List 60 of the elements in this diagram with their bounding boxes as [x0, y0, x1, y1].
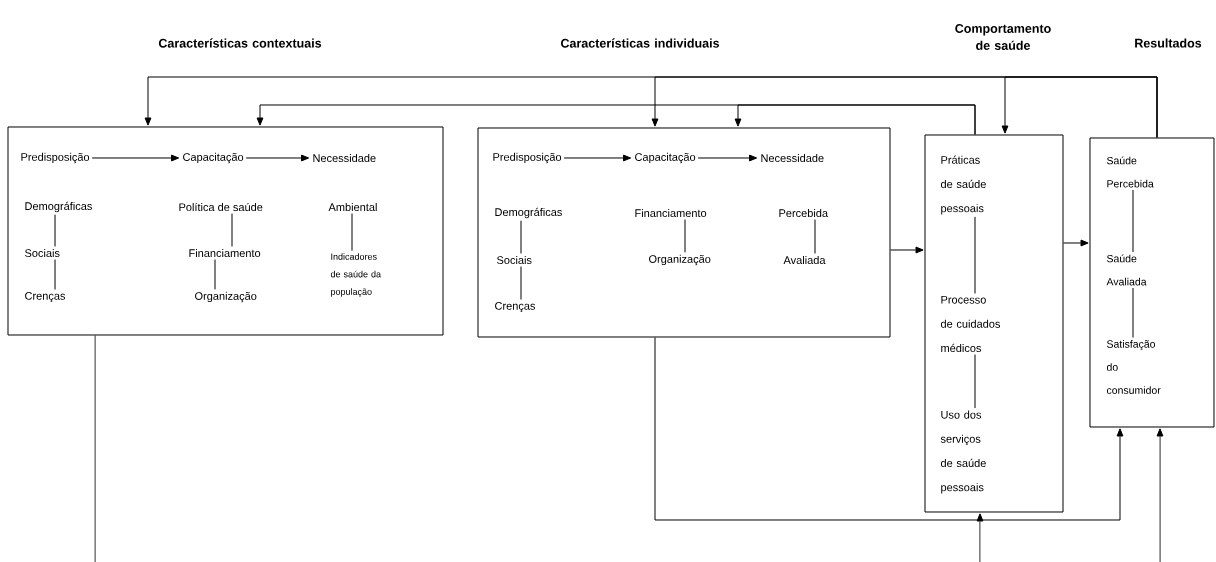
connector-line [974, 354, 976, 409]
connector-line [684, 219, 686, 253]
term-label: Saúde Avaliada [1106, 254, 1147, 286]
column-heading: Características contextuais [158, 38, 322, 48]
term-label: Sociais [497, 255, 532, 265]
term-label: Percebida [779, 208, 829, 218]
term-label: Saúde Percebida [1106, 156, 1154, 188]
connector-line [94, 335, 96, 562]
term-label: Satisfação do consumidor [1106, 340, 1161, 394]
category-box [7, 126, 444, 336]
arrow [1063, 239, 1089, 247]
term-label: Crenças [25, 292, 66, 302]
term-label: Predisposição [21, 152, 90, 164]
term-label: Organização [649, 254, 711, 266]
term-label: Sociais [25, 248, 60, 258]
term-label: Crenças [495, 302, 536, 312]
term-label: Capacitação [635, 152, 696, 164]
connector-line [814, 219, 816, 254]
term-label: Indicadores de saúde da população [330, 253, 382, 297]
connector-line [1132, 287, 1134, 339]
arrow [734, 104, 976, 135]
connector-line [520, 266, 522, 300]
term-label: Política de saúde [179, 202, 263, 212]
connector-line [54, 259, 56, 290]
connector-line [214, 259, 216, 290]
term-label: Organização [195, 291, 257, 303]
term-label: Demográficas [25, 201, 92, 213]
arrow [697, 154, 758, 162]
arrow [245, 154, 310, 162]
column-heading: Características individuais [561, 38, 720, 48]
term-label: Financiamento [635, 208, 707, 218]
connector-line [1132, 189, 1134, 253]
category-box [1089, 137, 1215, 428]
term-label: Processo de cuidados médicos [940, 295, 1000, 353]
term-label: Financiamento [189, 248, 261, 258]
column-heading: Resultados [1135, 38, 1202, 48]
arrow [563, 154, 632, 162]
term-label: Uso dos serviços de saúde pessoais [940, 410, 986, 494]
connector-line [351, 213, 353, 252]
category-box [477, 127, 891, 338]
connector-line [231, 213, 233, 247]
connector-line [974, 216, 976, 294]
term-label: Práticas de saúde pessoais [940, 155, 986, 215]
arrow [91, 154, 180, 162]
term-label: Capacitação [183, 152, 244, 164]
column-heading: Comportamento de saúde [955, 24, 1051, 50]
arrow [1001, 76, 1158, 138]
connector-line [520, 220, 522, 254]
term-label: Demográficas [495, 207, 562, 219]
category-box [924, 134, 1064, 513]
term-label: Avaliada [783, 255, 826, 265]
term-label: Necessidade [313, 153, 376, 163]
arrow [890, 246, 924, 254]
arrow [1156, 428, 1164, 562]
arrow [976, 513, 984, 562]
term-label: Necessidade [761, 153, 824, 163]
connector-line [54, 214, 56, 247]
term-label: Ambiental [328, 202, 377, 212]
arrow [654, 337, 1124, 521]
term-label: Predisposição [493, 152, 562, 164]
